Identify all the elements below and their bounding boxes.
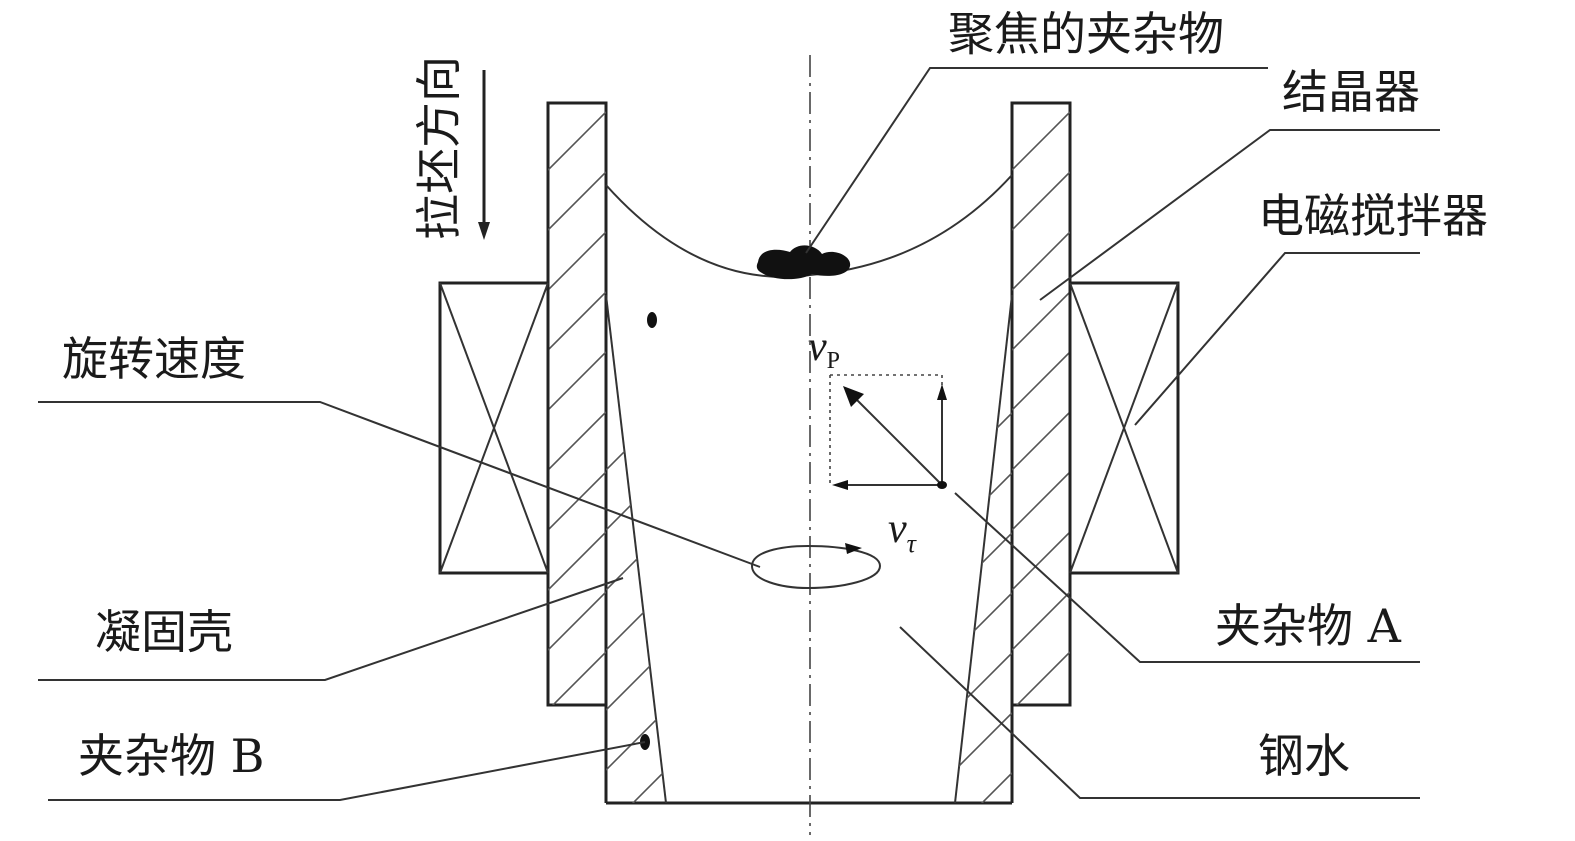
leader-inclusion-a [954, 492, 1420, 663]
velocity-vectors [829, 374, 947, 490]
leader-mold [1039, 129, 1440, 301]
em-stirrer-right [1068, 281, 1180, 575]
focused-inclusion-label: 聚焦的夹杂物 [948, 7, 1224, 61]
leader-focused-inclusion [805, 67, 1268, 254]
mold-wall-left [546, 101, 608, 707]
leader-molten-steel [899, 626, 1420, 799]
casting-direction-arrow [478, 70, 490, 240]
inclusion-dot-upper [647, 312, 657, 328]
inclusion-b-label: 夹杂物 B [78, 729, 264, 783]
em-stirrer-label: 电磁搅拌器 [1258, 189, 1488, 243]
casting-direction-label: 拉坯方向 [412, 56, 466, 240]
solidified-shell-left [605, 294, 667, 804]
focused-inclusion-blob [756, 245, 851, 280]
em-stirrer-left [438, 281, 550, 575]
solidified-shell-label: 凝固壳 [95, 605, 233, 659]
leader-rotation-speed [38, 401, 761, 568]
rotation-speed-label: 旋转速度 [62, 332, 246, 386]
leader-solidified-shell [38, 577, 624, 681]
leader-em-stirrer [1134, 252, 1420, 426]
molten-steel-label: 钢水 [1258, 729, 1350, 783]
inclusion-a-label: 夹杂物 A [1215, 599, 1402, 653]
strand-outline [604, 705, 1014, 805]
solidified-shell-right [954, 294, 1013, 804]
vt-symbol: vτ [888, 506, 918, 558]
rotation-arrow [751, 543, 882, 590]
leader-inclusion-b [48, 741, 646, 801]
mold-label: 结晶器 [1282, 65, 1420, 119]
vp-symbol: vP [808, 324, 840, 374]
mold-wall-right [1010, 101, 1072, 707]
